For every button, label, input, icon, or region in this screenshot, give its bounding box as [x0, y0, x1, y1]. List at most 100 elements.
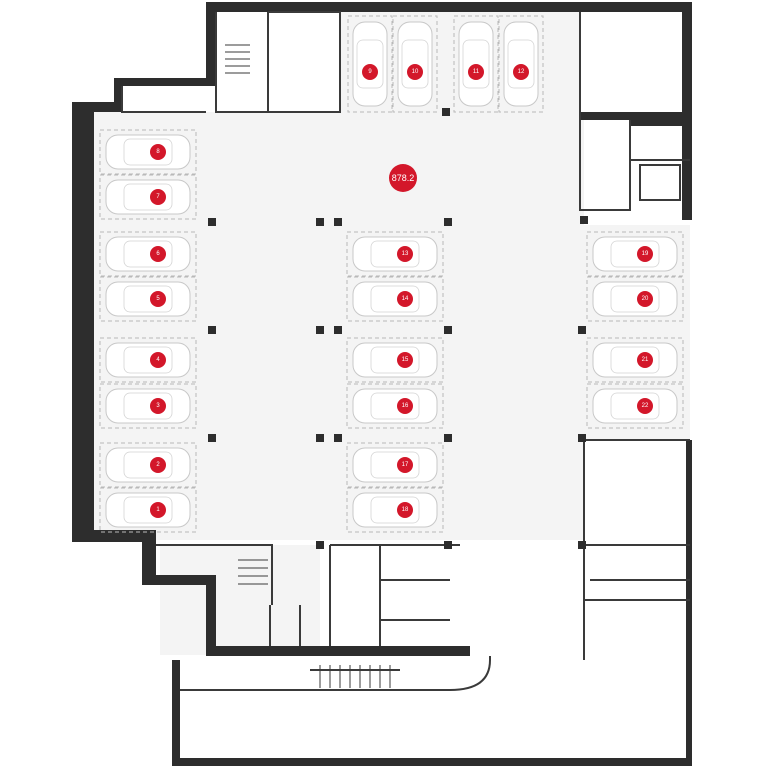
spot-number-badge [397, 398, 413, 414]
spot-number-badge [397, 457, 413, 473]
structural-column [444, 218, 452, 226]
parking-spot: 9 [347, 15, 393, 113]
car-icon [105, 388, 191, 424]
structural-column [208, 218, 216, 226]
spot-number: 17 [402, 462, 409, 468]
parking-bay-outline [347, 15, 393, 113]
car-icon [105, 134, 191, 170]
structural-column [444, 326, 452, 334]
spot-number: 22 [642, 403, 649, 409]
structural-column [578, 541, 586, 549]
car-roof [370, 285, 420, 313]
car-roof [123, 392, 173, 420]
structural-column [444, 434, 452, 442]
car-icon [352, 388, 438, 424]
structural-column [316, 326, 324, 334]
car-roof [123, 240, 173, 268]
car-roof [370, 451, 420, 479]
spot-number: 1 [156, 507, 160, 513]
spot-number-badge [150, 398, 166, 414]
spot-number-badge [637, 398, 653, 414]
spot-number-badge [407, 64, 423, 80]
structural-column [334, 434, 342, 442]
parking-bay-outline [453, 15, 499, 113]
parking-spot: 12 [498, 15, 544, 113]
structural-column [578, 326, 586, 334]
car-icon [352, 447, 438, 483]
structural-column [444, 541, 452, 549]
columns [208, 108, 588, 549]
area-label: 878.2 [392, 173, 415, 183]
car-icon [105, 236, 191, 272]
structural-column [208, 434, 216, 442]
car-roof [356, 39, 384, 89]
car-icon [592, 342, 678, 378]
spot-number-badge [397, 352, 413, 368]
structural-column [316, 218, 324, 226]
parking-bay-outline [392, 15, 438, 113]
parking-spot: 5 [99, 276, 197, 322]
spot-number-badge [150, 189, 166, 205]
spot-number-badge [397, 291, 413, 307]
spot-number-badge [362, 64, 378, 80]
car-icon [105, 281, 191, 317]
car-roof [123, 138, 173, 166]
parking-spot: 19 [586, 231, 684, 277]
floor-area [92, 12, 690, 655]
car-roof [370, 346, 420, 374]
spot-number-badge [150, 502, 166, 518]
car-icon [352, 492, 438, 528]
spot-number: 4 [156, 357, 160, 363]
spot-number: 7 [156, 194, 160, 200]
stairs [225, 44, 391, 688]
parking-spot: 4 [99, 337, 197, 383]
spot-number-badge [397, 246, 413, 262]
parking-spot: 15 [346, 337, 444, 383]
car-roof [610, 285, 660, 313]
interior-partitions [121, 11, 690, 691]
spot-number: 8 [156, 149, 160, 155]
parking-spot: 14 [346, 276, 444, 322]
car-roof [370, 240, 420, 268]
car-icon [105, 342, 191, 378]
car-roof [610, 240, 660, 268]
parking-spot: 20 [586, 276, 684, 322]
parking-bay-outline [498, 15, 544, 113]
car-roof [123, 183, 173, 211]
spot-number-badge [150, 291, 166, 307]
structural-column [580, 216, 588, 224]
outer-walls [72, 2, 692, 766]
spot-number: 20 [642, 296, 649, 302]
car-icon [105, 179, 191, 215]
parking-spot: 3 [99, 383, 197, 429]
spot-number-badge [150, 246, 166, 262]
spot-number: 15 [402, 357, 409, 363]
car-roof [507, 39, 535, 89]
parking-spot: 1 [99, 487, 197, 533]
spot-number: 13 [402, 251, 409, 257]
spot-number-badge [397, 502, 413, 518]
spot-number: 19 [642, 251, 649, 257]
area-badge: 878.2 [389, 164, 417, 192]
car-icon [592, 236, 678, 272]
car-roof [462, 39, 490, 89]
car-roof [370, 496, 420, 524]
spot-number-badge [637, 246, 653, 262]
car-icon [105, 492, 191, 528]
parking-spot: 10 [392, 15, 438, 113]
parking-spot: 17 [346, 442, 444, 488]
spot-number: 14 [402, 296, 409, 302]
car-roof [123, 496, 173, 524]
spot-number-badge [150, 352, 166, 368]
car-roof [610, 346, 660, 374]
spot-number: 11 [473, 69, 480, 75]
parking-spot: 11 [453, 15, 499, 113]
structural-column [208, 326, 216, 334]
parking-spot: 2 [99, 442, 197, 488]
spot-number-badge [513, 64, 529, 80]
car-icon [592, 281, 678, 317]
spot-number: 5 [156, 296, 160, 302]
car-roof [401, 39, 429, 89]
car-icon [352, 236, 438, 272]
